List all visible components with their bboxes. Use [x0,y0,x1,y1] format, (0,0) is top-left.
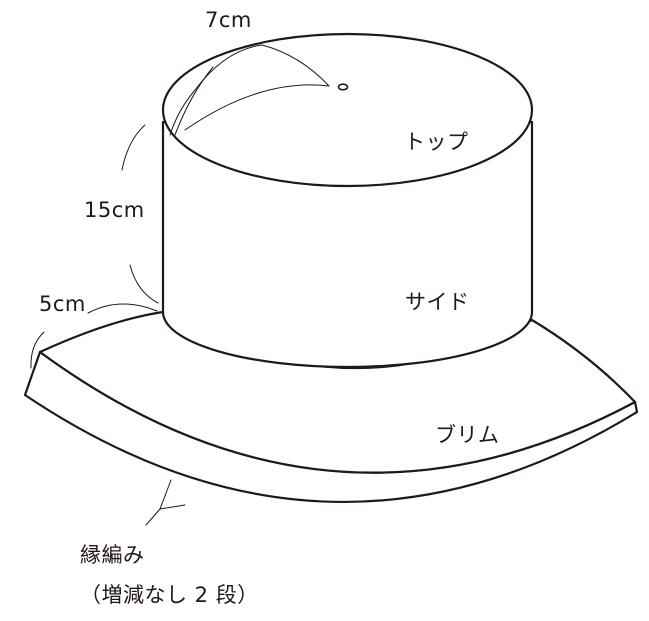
edge-knitting-label: 縁編み [80,543,145,567]
top-measure-guide [169,44,330,136]
brim-part-label: ブリム [435,423,500,447]
side-part-label: サイド [405,290,470,314]
top [161,32,534,188]
top-width-label: 7cm [205,8,252,32]
brim-width-label: 5cm [39,292,86,316]
side-measure-guide-upper [121,124,146,171]
brim-measure-guide-lower [30,331,45,369]
side-measure-guide-lower [129,264,159,304]
side-height-label: 15cm [84,198,145,222]
side [161,120,534,369]
top-measure-guide-3 [174,66,214,136]
top-center-hole [337,83,349,91]
edge-pointer [145,479,186,526]
edge-knitting-note: （増減なし 2 段） [80,583,259,607]
top-measure-guide-2 [184,84,330,131]
top-part-label: トップ [404,130,469,154]
brim-measure-guide [87,303,158,314]
